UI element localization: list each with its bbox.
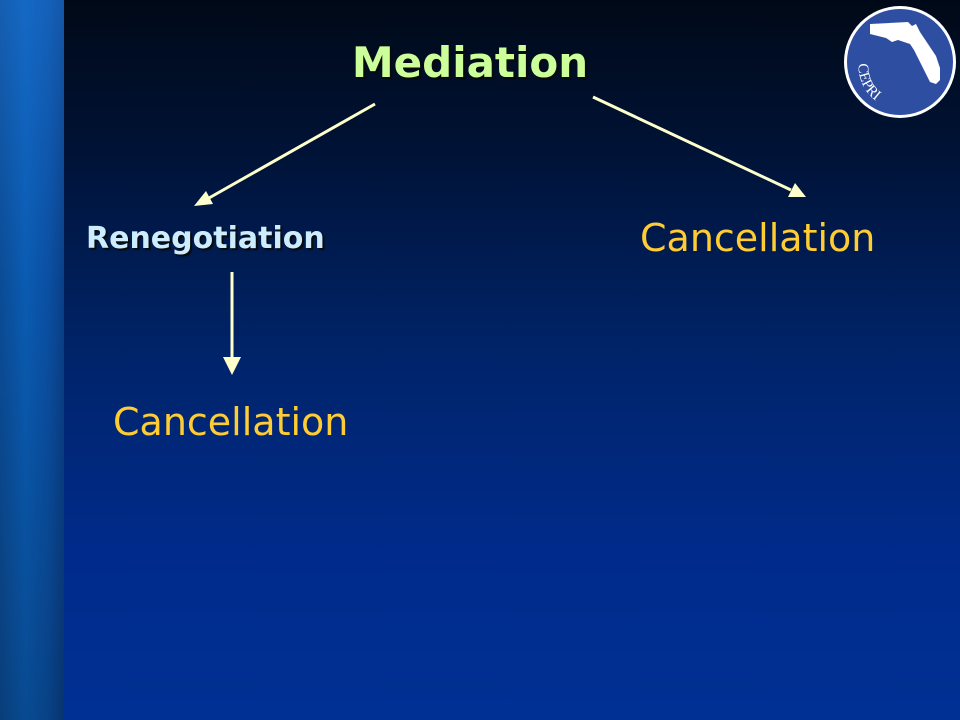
cancellation-node-left: Cancellation — [113, 400, 349, 444]
arrow-mediation-to-cancellation — [592, 95, 806, 197]
left-decorative-bar — [0, 0, 64, 720]
arrow-mediation-to-renegotiation — [194, 102, 376, 206]
arrow-renegotiation-to-cancellation — [223, 272, 241, 375]
mediation-title: Mediation — [351, 38, 589, 87]
cepri-logo: CEPRI — [844, 6, 956, 118]
renegotiation-node: Renegotiation — [86, 221, 325, 256]
cancellation-node-right: Cancellation — [640, 216, 876, 260]
florida-shape — [870, 22, 940, 84]
